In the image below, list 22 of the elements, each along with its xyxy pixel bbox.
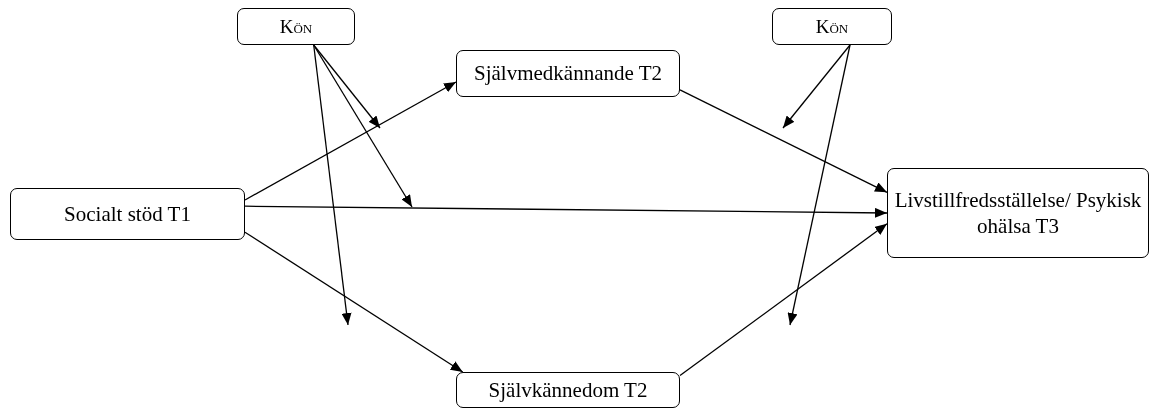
arrow bbox=[679, 89, 888, 193]
arrow bbox=[782, 44, 851, 129]
variable-box bbox=[237, 8, 355, 45]
variable-label: Kön bbox=[279, 14, 313, 39]
arrow bbox=[679, 223, 888, 377]
arrow bbox=[313, 44, 352, 326]
arrow bbox=[244, 205, 888, 218]
variable-box bbox=[10, 188, 245, 240]
arrow bbox=[313, 44, 413, 208]
variable-label: Självkännedom T2 bbox=[488, 376, 648, 404]
variable-label: Livstillfredsställelse/ Psykisk ohälsa T3 bbox=[893, 186, 1143, 240]
arrow bbox=[244, 81, 457, 201]
variable-box bbox=[456, 372, 680, 408]
variable-box bbox=[887, 168, 1149, 258]
variable-box bbox=[772, 8, 892, 45]
arrow bbox=[787, 44, 851, 326]
variable-label: Socialt stöd T1 bbox=[64, 200, 191, 228]
arrow bbox=[244, 231, 464, 373]
arrow bbox=[313, 44, 381, 129]
variable-label: Självmedkännande T2 bbox=[474, 60, 662, 87]
variable-box bbox=[456, 50, 680, 97]
variable-label: Kön bbox=[815, 14, 849, 39]
